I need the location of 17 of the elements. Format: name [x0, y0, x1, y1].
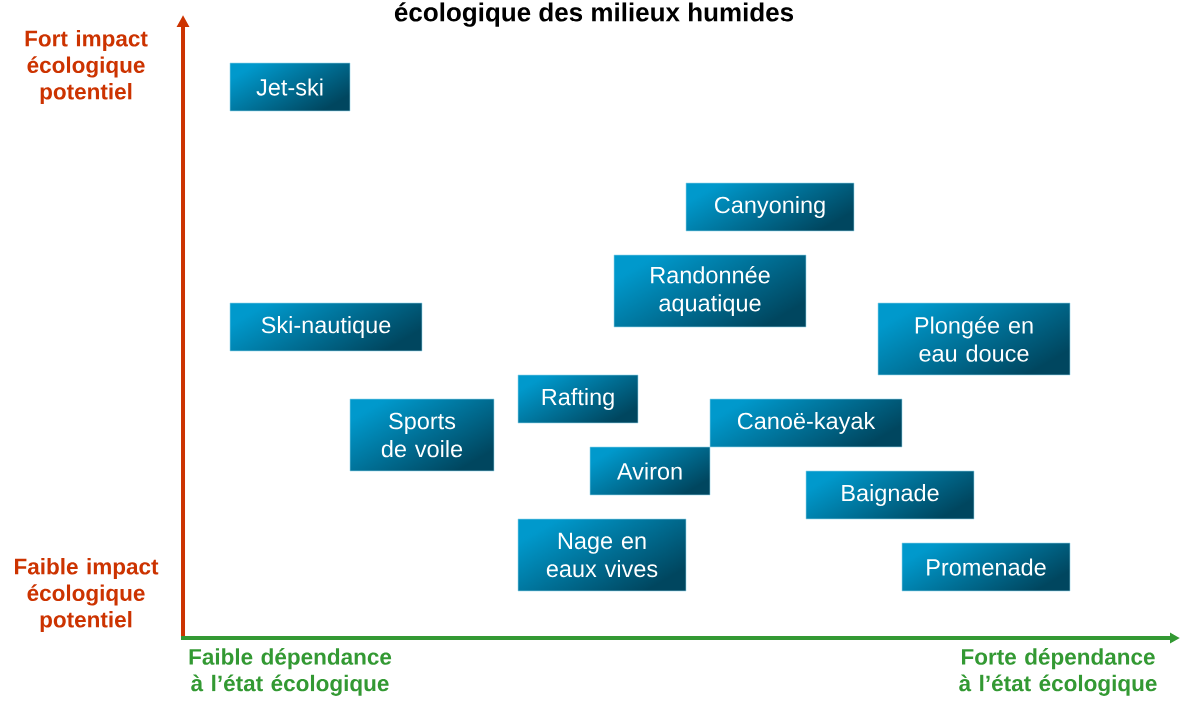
- activity-box: Ski-nautique: [229, 302, 423, 352]
- axis-label: Fort impact écologique potentiel: [25, 30, 148, 104]
- activity-box: Randonnée aquatique: [613, 254, 807, 328]
- activity-box: Plongée en eau douce: [877, 302, 1071, 376]
- activity-box: Nage en eaux vives: [517, 518, 687, 592]
- title: écologique des milieux humides: [394, 2, 794, 27]
- axis-label: Faible impact écologique potentiel: [15, 558, 159, 632]
- activity-box: Sports de voile: [349, 398, 495, 472]
- activity-box: Canoë-kayak: [709, 398, 903, 448]
- activity-box: Baignade: [805, 470, 975, 520]
- activity-box: Rafting: [517, 374, 639, 424]
- axis-label: Forte dépendance à l’état écologique: [959, 648, 1157, 696]
- activity-box: Promenade: [901, 542, 1071, 592]
- activity-box: Aviron: [589, 446, 711, 496]
- axis-label: Faible dépendance à l’état écologique: [189, 648, 392, 696]
- activity-box: Jet-ski: [229, 62, 351, 112]
- activity-box: Canyoning: [685, 182, 855, 232]
